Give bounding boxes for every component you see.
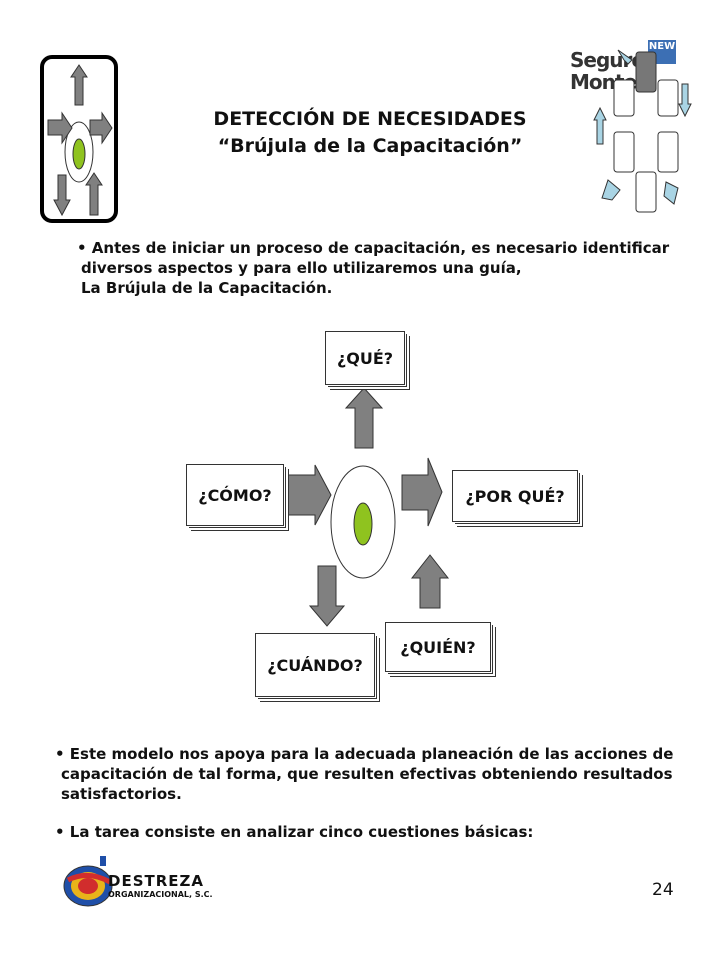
box-quien: ¿QUIÉN? [385, 622, 493, 674]
destreza-logo-word2: ORGANIZACIONAL, S.C. [108, 890, 213, 899]
body-p1-line-1: • Este modelo nos apoya para la adecuada… [55, 745, 674, 763]
body-p1-line-3: satisfactorios. [61, 785, 182, 803]
arrow-up-que [344, 387, 384, 449]
arrow-right-como [284, 464, 332, 526]
intro-line-2: diversos aspectos y para ello utilizarem… [81, 259, 522, 277]
box-cuando: ¿CUÁNDO? [255, 633, 377, 699]
box-porque: ¿POR QUÉ? [452, 470, 580, 524]
arrow-up-quien [410, 554, 450, 609]
seguros-logo: NEW Seguros Monterrey [570, 40, 692, 220]
destreza-logo: DESTREZA ORGANIZACIONAL, S.C. [60, 852, 220, 912]
page-subtitle: “Brújula de la Capacitación” [217, 135, 523, 157]
page-number: 24 [652, 880, 674, 900]
intro-line-1: • Antes de iniciar un proceso de capacit… [77, 239, 670, 257]
body-p2: • La tarea consiste en analizar cinco cu… [55, 823, 534, 841]
page-title: DETECCIÓN DE NECESIDADES [213, 108, 527, 130]
logo-shapes-icon [593, 49, 692, 213]
destreza-logo-icon [63, 856, 113, 907]
box-como: ¿CÓMO? [186, 464, 286, 528]
compass-icon [40, 55, 118, 223]
body-p1-line-2: capacitación de tal forma, que resulten … [61, 765, 673, 783]
box-que: ¿QUÉ? [325, 331, 407, 387]
intro-line-3: La Brújula de la Capacitación. [81, 279, 333, 297]
arrow-right-porque [401, 457, 443, 527]
destreza-logo-word1: DESTREZA [108, 872, 205, 890]
compass-center-needle [353, 502, 373, 546]
arrow-down-cuando [308, 565, 346, 627]
